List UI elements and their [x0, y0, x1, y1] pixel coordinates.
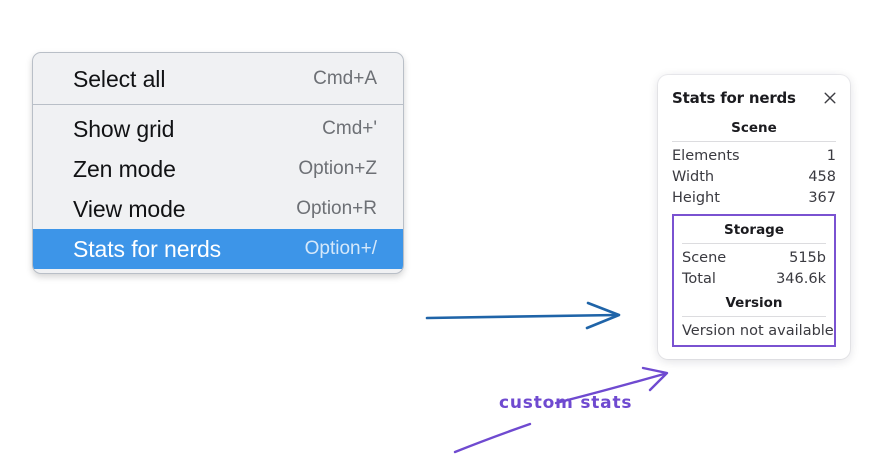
menu-item-shortcut: Cmd+' [322, 118, 377, 139]
custom-stats-annotation-label: custom stats [499, 393, 633, 413]
stats-row-key: Scene [682, 249, 727, 266]
stats-panel-body: Scene Elements 1 Width 458 Height 367 St… [658, 111, 850, 347]
section-rule [682, 243, 826, 244]
section-rule [672, 141, 836, 142]
menu-item-shortcut: Cmd+A [313, 68, 377, 89]
stats-row: Width 458 [672, 166, 836, 187]
stats-section-title: Scene [731, 120, 777, 136]
stats-row: Elements 1 [672, 145, 836, 166]
stats-row-value: 1 [826, 147, 836, 164]
menu-section-selection: Select all Cmd+A [33, 53, 403, 104]
stats-row: Height 367 [672, 187, 836, 208]
menu-item-shortcut: Option+R [296, 198, 377, 219]
stats-section-title: Version [725, 295, 783, 311]
stats-for-nerds-panel: Stats for nerds Scene Elements 1 Width 4… [658, 75, 850, 359]
menu-item-select-all[interactable]: Select all Cmd+A [33, 59, 403, 99]
stats-section-version: Version Version not available [682, 289, 834, 340]
stats-row-key: Width [672, 168, 715, 185]
stats-section-title: Storage [723, 222, 785, 238]
menu-item-label: Stats for nerds [73, 235, 222, 262]
stats-row: Scene 515b [682, 247, 826, 268]
canvas-context-menu[interactable]: Select all Cmd+A Show grid Cmd+' Zen mod… [32, 52, 404, 274]
menu-item-shortcut: Option+/ [304, 238, 377, 259]
stats-row-key: Elements [672, 147, 740, 164]
menu-item-zen-mode[interactable]: Zen mode Option+Z [33, 149, 403, 189]
stats-row: Total 346.6k [682, 268, 826, 289]
menu-divider [33, 104, 403, 105]
menu-item-label: Select all [73, 65, 166, 92]
stats-panel-titlebar: Stats for nerds [658, 85, 850, 111]
stats-row-value: 515b [789, 249, 826, 266]
version-text: Version not available [682, 323, 834, 339]
stats-row-value: 458 [808, 168, 836, 185]
stats-section-scene: Scene Elements 1 Width 458 Height 367 [672, 111, 836, 208]
stats-row-key: Total [682, 270, 716, 287]
close-icon[interactable] [821, 89, 839, 107]
menu-item-label: View mode [73, 195, 186, 222]
section-rule [682, 316, 826, 317]
menu-item-view-mode[interactable]: View mode Option+R [33, 189, 403, 229]
menu-item-stats-for-nerds[interactable]: Stats for nerds Option+/ [33, 229, 403, 269]
stats-row-value: 367 [808, 189, 836, 206]
stats-section-storage: Storage Scene 515b Total 346.6k [682, 216, 826, 289]
menu-item-shortcut: Option+Z [298, 158, 377, 179]
menu-item-label: Show grid [73, 115, 175, 142]
menu-item-show-grid[interactable]: Show grid Cmd+' [33, 109, 403, 149]
menu-item-label: Zen mode [73, 155, 176, 182]
stats-row-value: 346.6k [776, 270, 826, 287]
blue-arrow [425, 301, 621, 330]
stats-row-key: Height [672, 189, 720, 206]
stats-panel-title: Stats for nerds [672, 89, 796, 107]
menu-section-view: Show grid Cmd+' Zen mode Option+Z View m… [33, 105, 403, 273]
custom-stats-highlight-box: Storage Scene 515b Total 346.6k Version … [672, 214, 836, 347]
purple-underline-stroke [453, 422, 532, 454]
